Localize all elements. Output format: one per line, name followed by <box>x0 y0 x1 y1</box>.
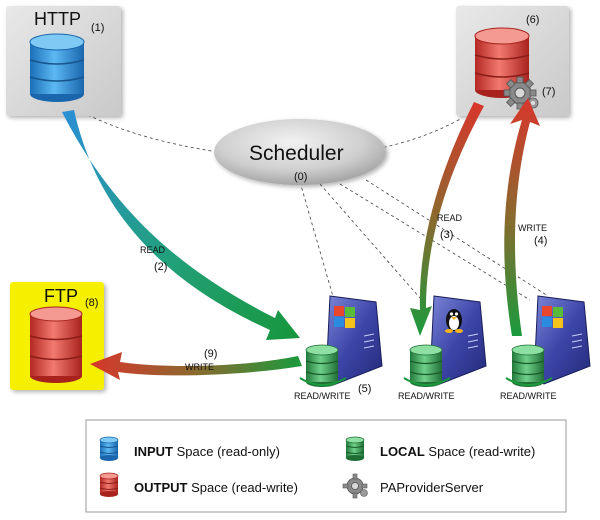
read-arrow-http <box>62 110 300 340</box>
legend-output-icon <box>99 472 119 497</box>
gear-number: (7) <box>542 86 555 98</box>
local-database-icon-2 <box>403 344 451 387</box>
read-output-label: READ <box>437 213 463 223</box>
legend-input-icon <box>99 436 119 461</box>
local-database-icon-3 <box>505 344 553 387</box>
legend-provider: PAProviderServer <box>380 480 484 495</box>
ftp-database-icon <box>29 306 83 383</box>
scheduler-ellipse <box>214 119 386 185</box>
windows-icon <box>334 306 355 328</box>
local-number: (5) <box>358 383 371 395</box>
http-node: HTTP (1) <box>6 6 121 116</box>
legend-gear-icon <box>342 473 368 499</box>
output-number: (6) <box>526 14 539 26</box>
scheduler-node: Scheduler (0) <box>214 119 386 185</box>
legend: INPUT Space (read-only) OUTPUT Space (re… <box>85 419 567 513</box>
legend-output-text: Space (read-write) <box>187 480 298 495</box>
output-node: (6) (7) <box>456 6 569 116</box>
svg-text:LOCAL Space (read-write): LOCAL Space (read-write) <box>380 444 535 459</box>
linux-server-2 <box>429 295 487 385</box>
legend-box <box>85 419 567 513</box>
write-ftp-label: WRITE <box>185 362 214 372</box>
read-http-label: READ <box>140 245 166 255</box>
write-arrow-ftp <box>90 352 302 380</box>
legend-output-bold: OUTPUT <box>134 480 188 495</box>
local-rw-label-2: READ/WRITE <box>398 391 455 401</box>
http-number: (1) <box>91 22 104 34</box>
legend-local-icon <box>345 436 365 461</box>
windows-server-3 <box>533 295 591 385</box>
write-output-label: WRITE <box>518 223 547 233</box>
linux-penguin-icon <box>445 309 463 333</box>
svg-text:INPUT Space (read-only): INPUT Space (read-only) <box>134 444 280 459</box>
write-output-number: (4) <box>534 235 547 247</box>
write-ftp-number: (9) <box>204 348 217 360</box>
ftp-node: FTP (8) <box>10 282 104 390</box>
scheduler-number: (0) <box>294 171 307 183</box>
legend-local-text: Space (read-write) <box>425 444 536 459</box>
scheduler-title: Scheduler <box>249 142 344 165</box>
ftp-number: (8) <box>85 297 98 309</box>
http-title: HTTP <box>34 9 81 29</box>
local-database-icon-1 <box>299 344 347 387</box>
write-arrow-output <box>504 98 540 336</box>
local-rw-label-3: READ/WRITE <box>500 391 557 401</box>
windows-icon <box>542 306 563 328</box>
input-database-icon <box>29 33 85 102</box>
read-arrow-output <box>410 102 484 336</box>
legend-input-text: Space (read-only) <box>173 444 280 459</box>
legend-input-bold: INPUT <box>134 444 173 459</box>
ftp-title: FTP <box>44 286 78 306</box>
local-rw-label-1: READ/WRITE <box>294 391 351 401</box>
read-output-number: (3) <box>440 229 453 241</box>
read-http-number: (2) <box>154 261 167 273</box>
legend-local-bold: LOCAL <box>380 444 425 459</box>
svg-text:OUTPUT Space (read-write): OUTPUT Space (read-write) <box>134 480 298 495</box>
